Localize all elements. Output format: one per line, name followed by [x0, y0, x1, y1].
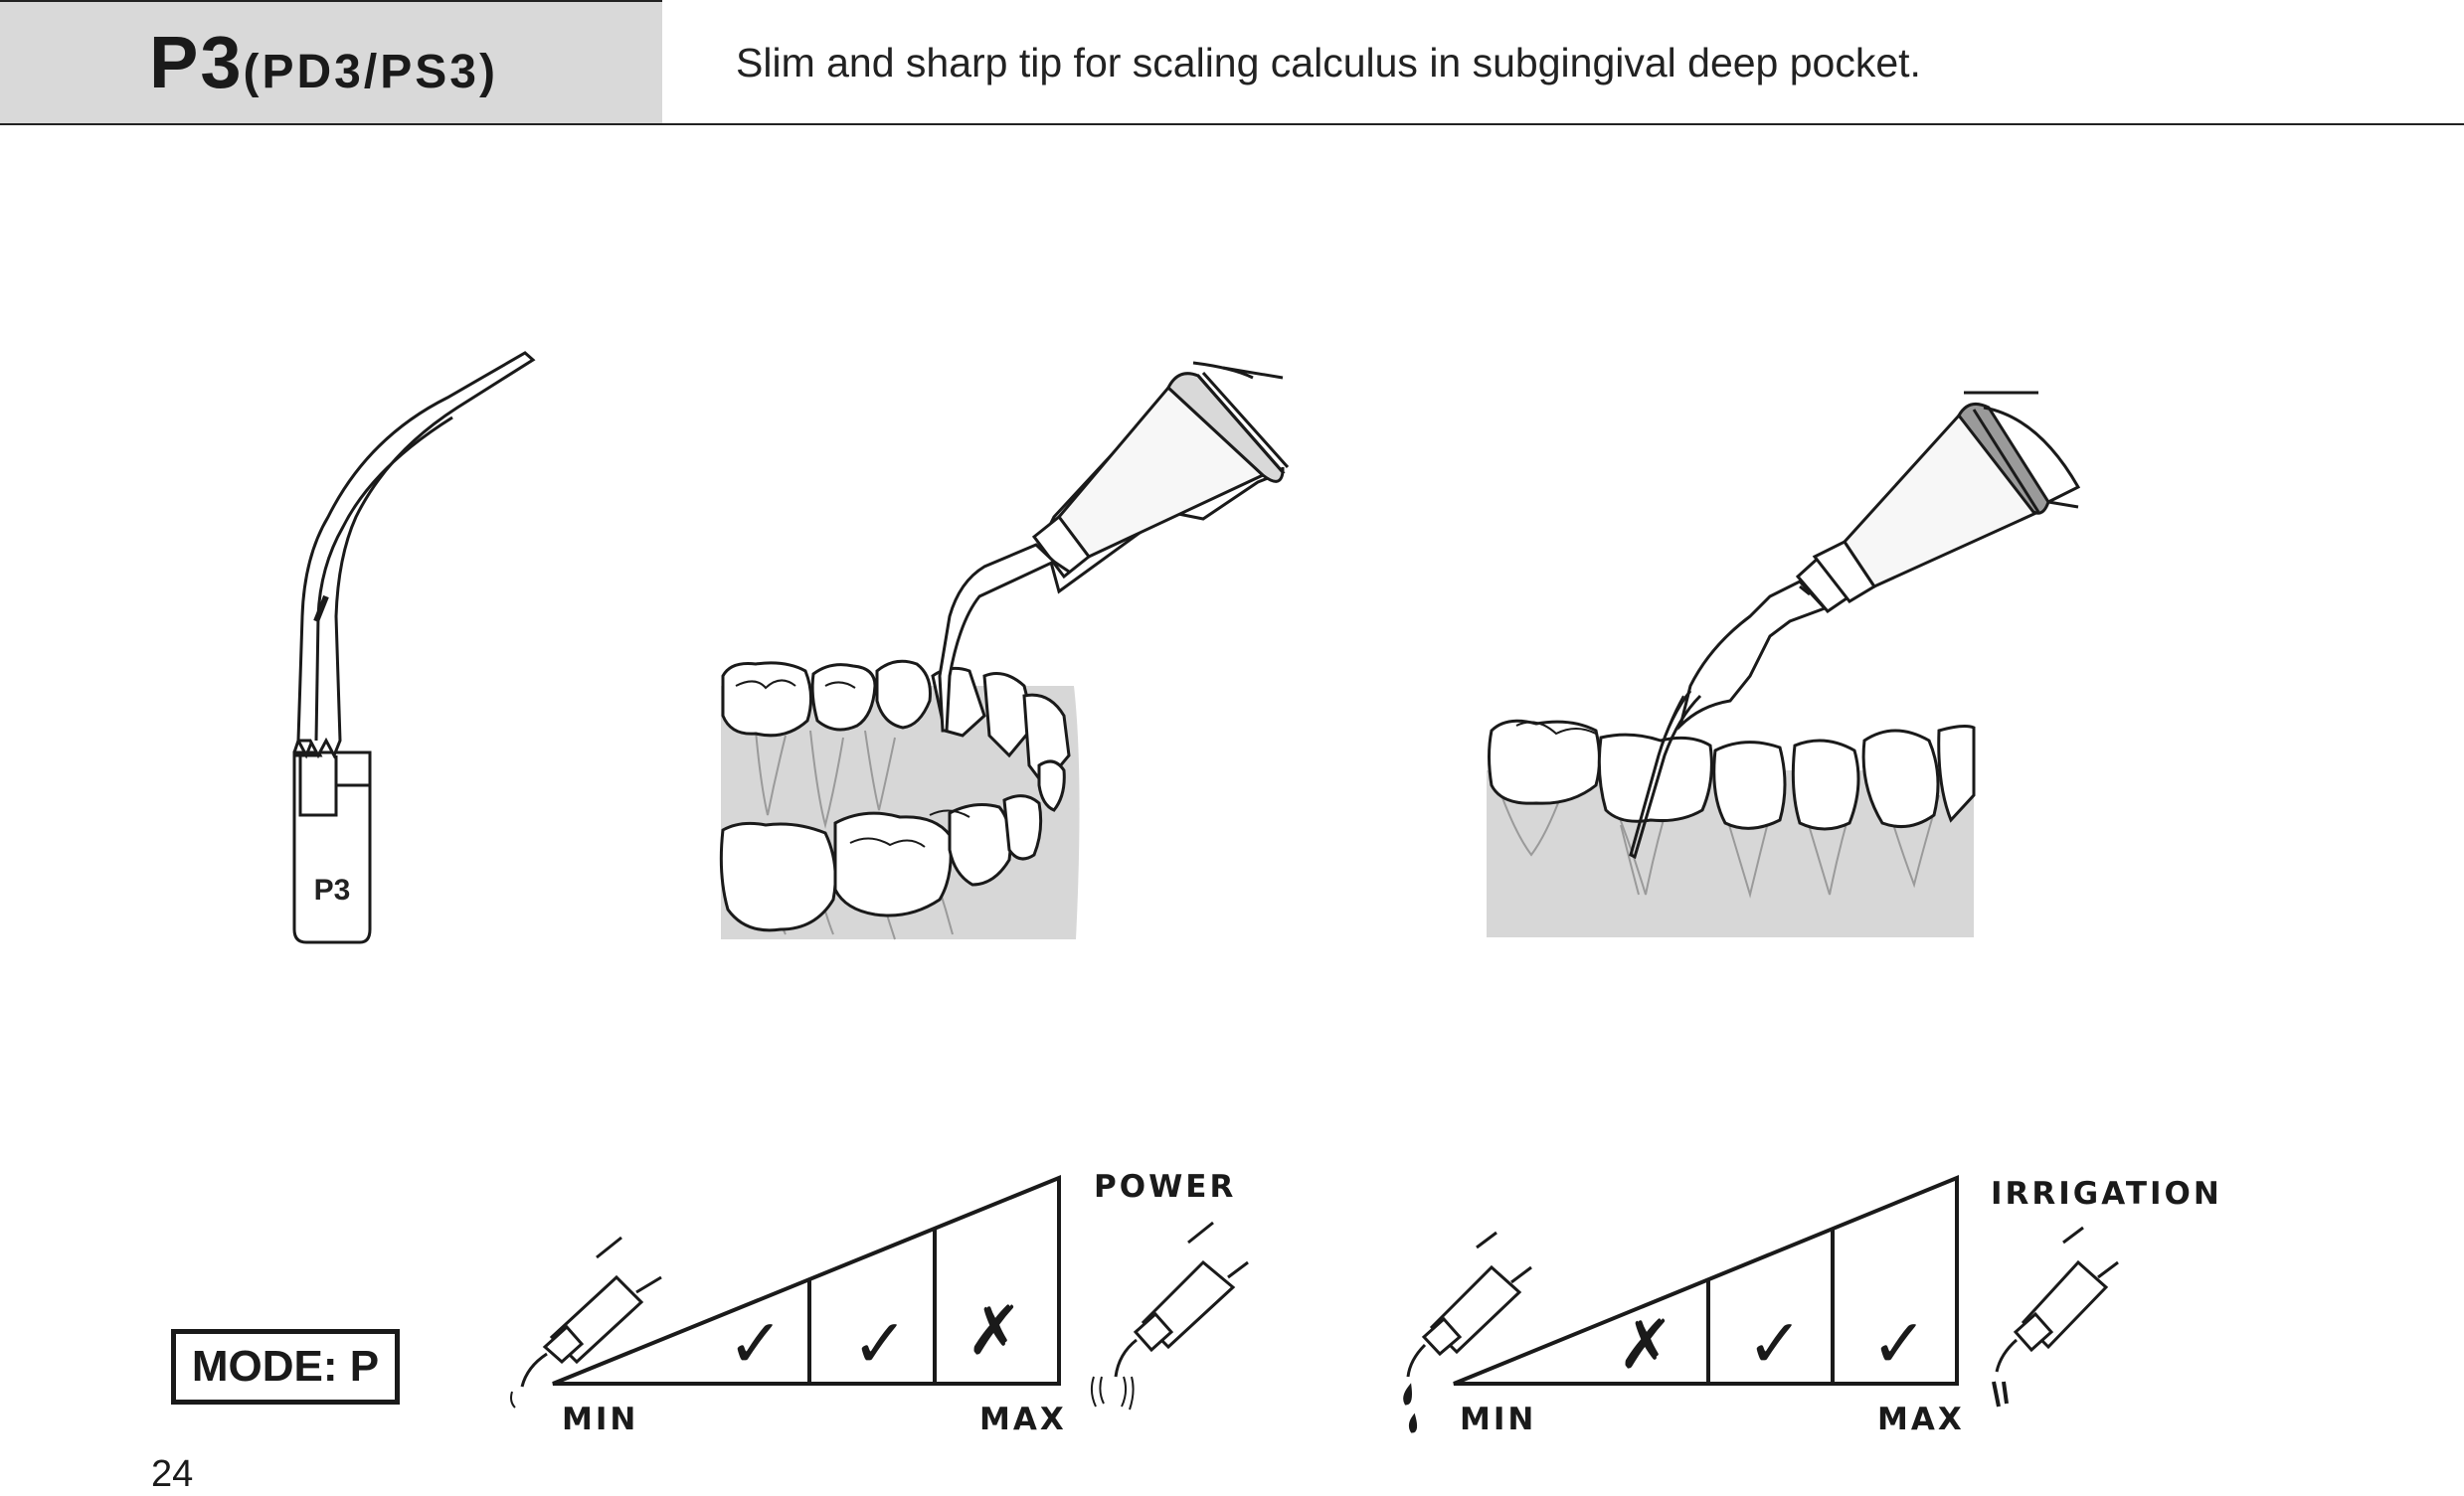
- irrigation-scale-title: IRRIGATION: [1991, 1176, 2222, 1212]
- handpiece-min-power-icon: [510, 1236, 662, 1409]
- irrigation-min-label: MIN: [1460, 1402, 1537, 1437]
- handpiece-max-irrigation-icon: [1992, 1226, 2119, 1408]
- title-sub: (PD3/PS3): [243, 46, 498, 98]
- header-divider: [0, 123, 2464, 125]
- header-title-box: [0, 0, 662, 124]
- power-scale-title: POWER: [1094, 1169, 1237, 1205]
- irrigation-cell-2-mark: ✓: [1747, 1305, 1804, 1384]
- tip-label: P3: [314, 874, 351, 907]
- power-scale-chart: ✓ ✓ ✗: [552, 1175, 1061, 1386]
- irrigation-cell-1-mark: ✗: [1618, 1306, 1674, 1385]
- tooth-side-illustration: [1487, 391, 2081, 937]
- power-max-label: MAX: [979, 1402, 1067, 1437]
- mode-badge: MODE: P: [171, 1329, 400, 1405]
- title-main: P3: [149, 21, 244, 103]
- tip-description: Slim and sharp tip for scaling calculus …: [736, 40, 1921, 85]
- power-cell-3-mark: ✗: [967, 1292, 1023, 1371]
- handpiece-max-power-icon: [1090, 1221, 1249, 1411]
- handpiece-min-irrigation-icon: [1403, 1231, 1532, 1433]
- scaler-tip-illustration: P3: [292, 351, 536, 944]
- page-number: 24: [151, 1453, 194, 1495]
- jaw-illustration: [719, 361, 1290, 940]
- power-cell-1-mark: ✓: [728, 1305, 785, 1384]
- irrigation-max-label: MAX: [1877, 1402, 1965, 1437]
- irrigation-cell-3-mark: ✓: [1871, 1305, 1928, 1384]
- power-cell-2-mark: ✓: [852, 1305, 909, 1384]
- irrigation-scale-chart: ✗ ✓ ✓: [1453, 1175, 1959, 1386]
- page-title: P3(PD3/PS3): [149, 26, 498, 99]
- power-min-label: MIN: [562, 1402, 639, 1437]
